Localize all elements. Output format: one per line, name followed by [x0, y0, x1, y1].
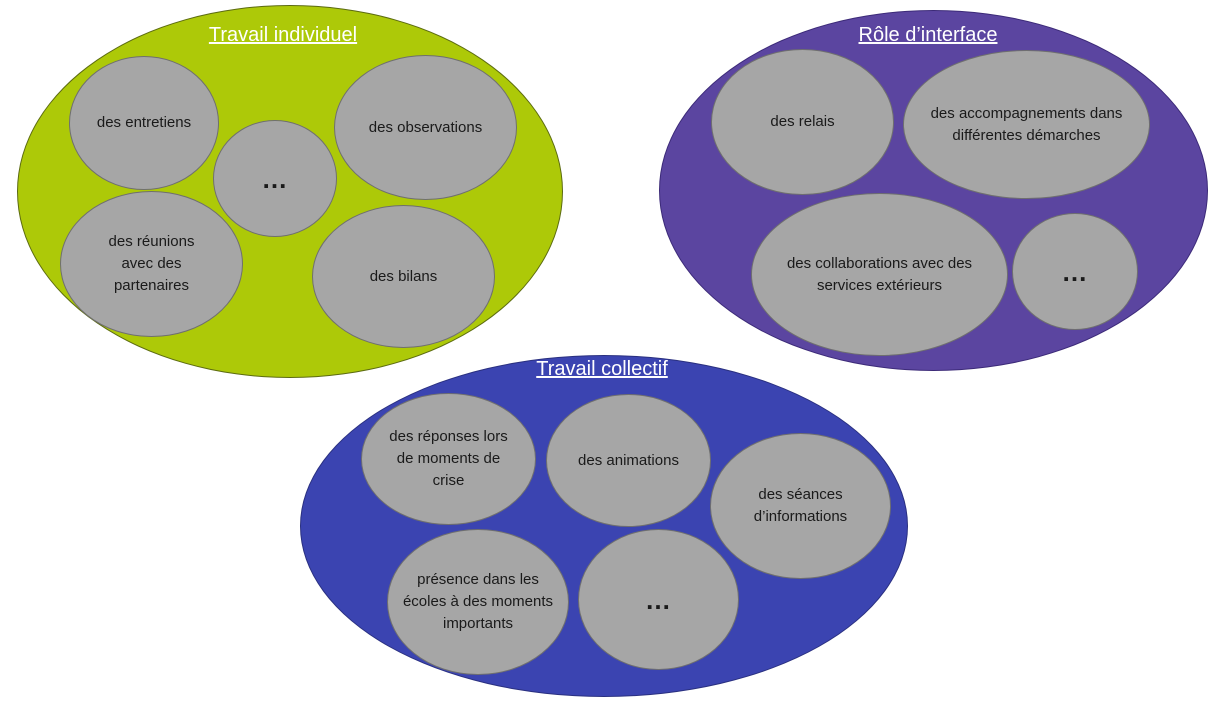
bubble-ellipsis-interface: …: [1012, 213, 1138, 330]
bubble-ellipsis-individuel: …: [213, 120, 337, 237]
bubble-seances-informations: des séances d’informations: [710, 433, 891, 579]
bubble-relais: des relais: [711, 49, 894, 195]
bubble-entretiens: des entretiens: [69, 56, 219, 190]
bubble-animations: des animations: [546, 394, 711, 527]
bubble-ellipsis-collectif: …: [578, 529, 739, 670]
group-title-role-interface: Rôle d’interface: [858, 24, 998, 46]
group-title-travail-collectif: Travail collectif: [536, 358, 668, 380]
bubble-reunions: des réunions avec des partenaires: [60, 191, 243, 337]
bubble-bilans: des bilans: [312, 205, 495, 348]
bubble-collaborations: des collaborations avec des services ext…: [751, 193, 1008, 356]
bubble-accompagnements: des accompagnements dans différentes dém…: [903, 50, 1150, 199]
group-title-travail-individuel: Travail individuel: [208, 24, 358, 46]
bubble-reponses-crise: des réponses lors de moments de crise: [361, 393, 536, 525]
bubble-observations: des observations: [334, 55, 517, 200]
bubble-presence-ecoles: présence dans les écoles à des moments i…: [387, 529, 569, 675]
